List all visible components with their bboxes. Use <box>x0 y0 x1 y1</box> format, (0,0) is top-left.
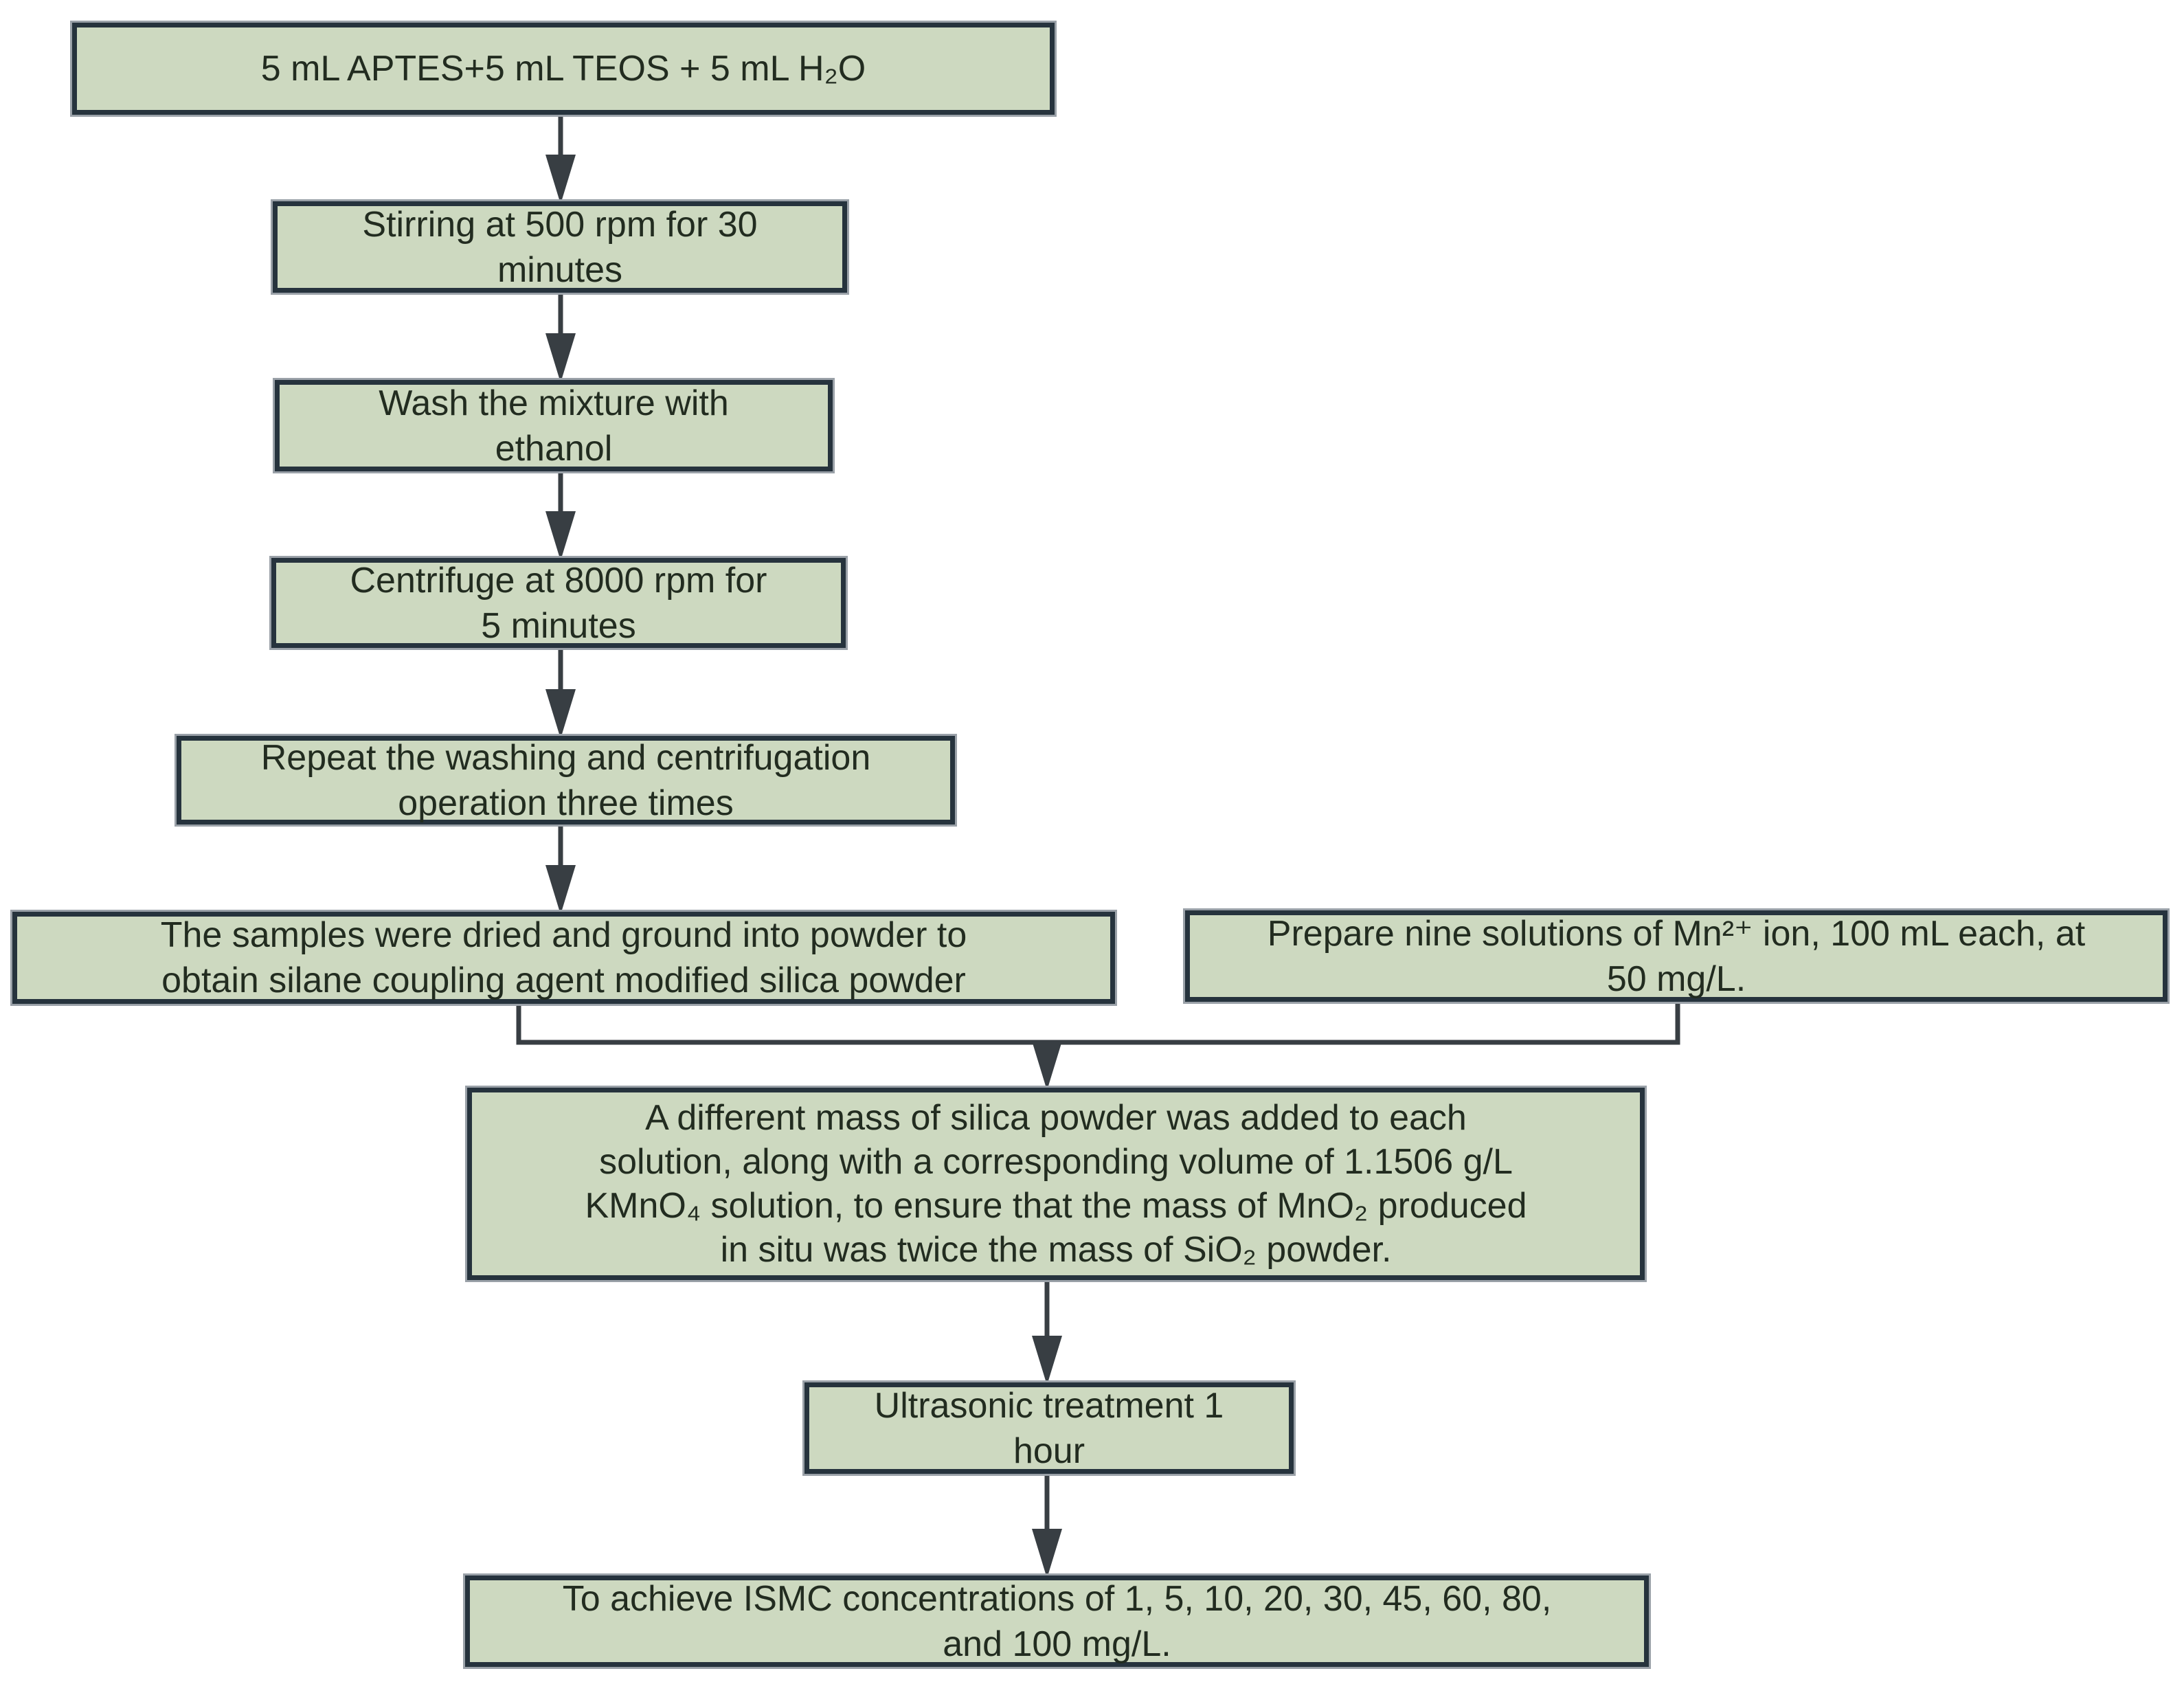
arrow-head-icon <box>545 333 576 383</box>
arrow-head-icon <box>545 865 576 915</box>
flow-node-label: The samples were dried and ground into p… <box>160 915 967 1000</box>
flow-node-label: Repeat the washing and centrifugation op… <box>260 737 871 823</box>
merge-connector <box>516 1002 1680 1045</box>
flow-node-centrifuge: Centrifuge at 8000 rpm for 5 minutes <box>269 556 848 650</box>
arrow-head-icon <box>1032 1336 1062 1385</box>
flow-node-reagents: 5 mL APTES+5 mL TEOS + 5 mL H₂O <box>70 21 1057 117</box>
flow-node-label: Ultrasonic treatment 1 hour <box>874 1385 1224 1471</box>
flow-node-label: A different mass of silica powder was ad… <box>585 1098 1527 1270</box>
flow-node-ultrasonic: Ultrasonic treatment 1 hour <box>802 1380 1296 1476</box>
flow-node-label: Wash the mixture with ethanol <box>379 383 729 469</box>
flow-node-ismc-concentrations: To achieve ISMC concentrations of 1, 5, … <box>463 1573 1651 1669</box>
flow-node-label: 5 mL APTES+5 mL TEOS + 5 mL H₂O <box>260 49 866 89</box>
flow-node-prepare-solutions: Prepare nine solutions of Mn²⁺ ion, 100 … <box>1183 908 2170 1004</box>
arrow-head-icon <box>545 689 576 739</box>
arrow-head-icon <box>1032 1529 1062 1578</box>
arrow-head-icon <box>545 511 576 561</box>
flow-node-wash: Wash the mixture with ethanol <box>273 378 835 473</box>
flow-node-add-silica-kmno4: A different mass of silica powder was ad… <box>465 1086 1647 1282</box>
flow-node-label: Centrifuge at 8000 rpm for 5 minutes <box>350 560 767 646</box>
flow-node-label: Stirring at 500 rpm for 30 minutes <box>362 204 758 290</box>
flow-node-label: To achieve ISMC concentrations of 1, 5, … <box>562 1578 1552 1664</box>
flow-node-repeat: Repeat the washing and centrifugation op… <box>175 734 957 827</box>
flow-node-label: Prepare nine solutions of Mn²⁺ ion, 100 … <box>1267 913 2086 999</box>
flow-node-dry-grind: The samples were dried and ground into p… <box>10 910 1117 1006</box>
arrow-head-icon <box>545 155 576 204</box>
arrow-head-icon <box>1032 1041 1062 1090</box>
flow-node-stirring: Stirring at 500 rpm for 30 minutes <box>271 199 849 295</box>
